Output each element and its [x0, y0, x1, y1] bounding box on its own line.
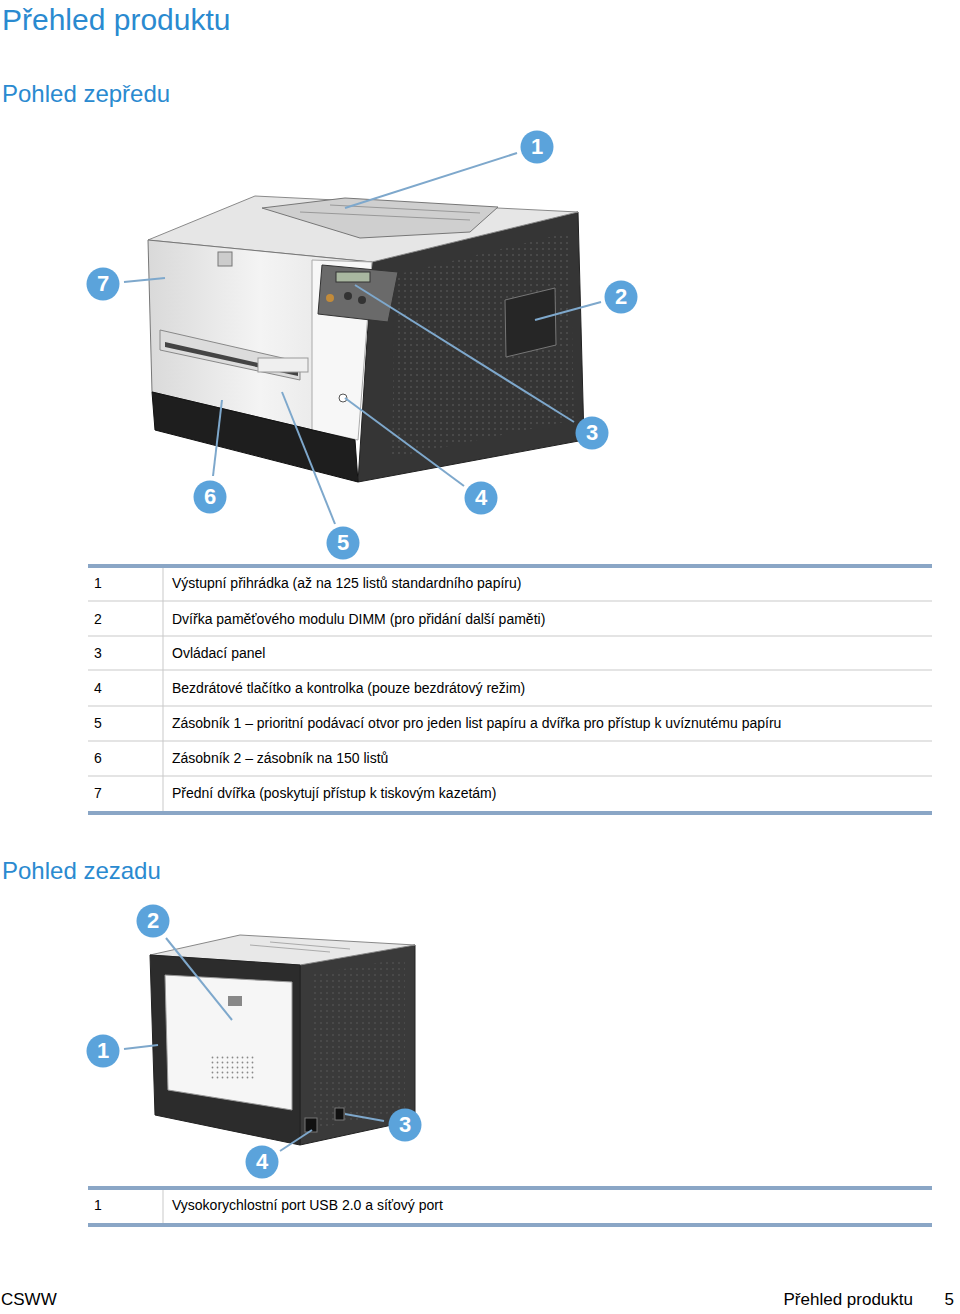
- callout-number: 3: [388, 1108, 422, 1142]
- page-title: Přehled produktu: [2, 2, 231, 38]
- callout-number: 6: [193, 480, 227, 514]
- table-number: 1: [94, 575, 102, 592]
- table-cell: Dvířka paměťového modulu DIMM (pro přidá…: [172, 611, 545, 628]
- callout-circle: [137, 905, 170, 938]
- page-footer: 5: [945, 1290, 954, 1310]
- table-number: 2: [94, 611, 102, 628]
- callout-number: 1: [520, 130, 554, 164]
- callout-circle: [521, 131, 554, 164]
- table-number: 7: [94, 785, 102, 802]
- callout-label: 5: [337, 532, 349, 554]
- table-number: 5: [94, 715, 102, 732]
- callout-circle: [576, 417, 609, 450]
- leader-lines: [124, 938, 384, 1151]
- callout-label: 2: [147, 910, 159, 932]
- callout-circle: [389, 1109, 422, 1142]
- callout-label: 1: [97, 1040, 109, 1062]
- callout-label: 4: [475, 487, 487, 509]
- callout-label: 3: [586, 422, 598, 444]
- callout-circle: [465, 482, 498, 515]
- table-cell: Bezdrátové tlačítko a kontrolka (pouze b…: [172, 680, 525, 697]
- callout-circle: [246, 1146, 279, 1179]
- table-number: 3: [94, 645, 102, 662]
- leader-lines: [124, 153, 601, 524]
- table-rules: [88, 1186, 932, 1227]
- table-rules: [88, 564, 932, 815]
- callout-circle: [605, 281, 638, 314]
- callout-label: 7: [97, 273, 109, 295]
- callout-circle: [194, 481, 227, 514]
- callout-circle: [327, 527, 360, 560]
- callout-label: 4: [256, 1151, 268, 1173]
- page-footer: Přehled produktu: [784, 1290, 913, 1310]
- table-number: 1: [94, 1197, 102, 1214]
- callout-number: 4: [464, 481, 498, 515]
- section-heading: Pohled zepředu: [2, 80, 170, 109]
- table-number: 4: [94, 680, 102, 697]
- callout-label: 1: [531, 136, 543, 158]
- callout-number: 4: [245, 1145, 279, 1179]
- printer-front-illustration: [148, 196, 584, 482]
- table-number: 6: [94, 750, 102, 767]
- table-cell: Vysokorychlostní port USB 2.0 a síťový p…: [172, 1197, 443, 1214]
- callout-circle: [87, 1035, 120, 1068]
- table-cell: Ovládací panel: [172, 645, 265, 662]
- section-heading: Pohled zezadu: [2, 857, 161, 886]
- callout-number: 3: [575, 416, 609, 450]
- callout-circle: [87, 268, 120, 301]
- table-cell: Přední dvířka (poskytují přístup k tisko…: [172, 785, 496, 802]
- page-footer: CSWW: [1, 1290, 57, 1310]
- callout-label: 2: [615, 286, 627, 308]
- callout-number: 1: [86, 1034, 120, 1068]
- callout-number: 7: [86, 267, 120, 301]
- printer-rear-illustration: [150, 935, 415, 1145]
- callout-number: 2: [136, 904, 170, 938]
- callout-number: 2: [604, 280, 638, 314]
- table-cell: Zásobník 2 – zásobník na 150 listů: [172, 750, 388, 767]
- callout-label: 6: [204, 486, 216, 508]
- table-cell: Výstupní přihrádka (až na 125 listů stan…: [172, 575, 521, 592]
- callout-label: 3: [399, 1114, 411, 1136]
- callout-number: 5: [326, 526, 360, 560]
- table-cell: Zásobník 1 – prioritní podávací otvor pr…: [172, 715, 781, 732]
